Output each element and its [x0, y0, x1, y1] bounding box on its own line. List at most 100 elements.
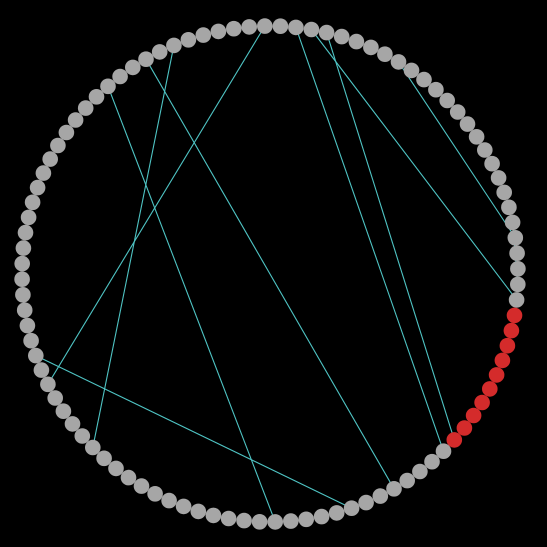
highlighted-node-4	[494, 352, 511, 369]
highlighted-node-10	[446, 432, 463, 448]
highlighted-node-1	[506, 307, 523, 324]
edge-15-65	[145, 58, 395, 490]
node-38	[64, 416, 81, 432]
node-77	[318, 24, 335, 41]
node-75	[288, 19, 304, 36]
node-84	[416, 71, 432, 88]
node-50	[15, 240, 32, 256]
node-48	[14, 271, 30, 288]
node-66	[151, 44, 168, 60]
node-90	[477, 142, 493, 158]
node-96	[507, 230, 524, 246]
node-83	[403, 62, 420, 79]
node-34	[108, 460, 124, 477]
node-92	[490, 170, 507, 186]
node-85	[428, 81, 444, 98]
node-59	[67, 112, 84, 128]
edge-76-0	[310, 29, 518, 301]
node-35	[96, 450, 112, 467]
highlighted-node-3	[499, 337, 516, 354]
node-53	[24, 194, 41, 211]
node-14	[399, 472, 416, 489]
edge-43-18	[35, 355, 352, 509]
node-32	[133, 478, 150, 494]
node-12	[424, 453, 440, 470]
node-42	[33, 362, 50, 378]
node-45	[19, 317, 36, 334]
node-47	[15, 287, 31, 303]
node-24	[251, 514, 268, 530]
node-37	[74, 428, 91, 444]
node-22	[283, 513, 299, 529]
highlighted-node-6	[482, 381, 498, 397]
nodes-layer	[14, 18, 526, 530]
node-19	[328, 505, 345, 521]
node-30	[161, 492, 177, 509]
node-55	[35, 165, 52, 181]
node-62	[100, 78, 116, 95]
highlighted-node-9	[456, 420, 473, 436]
node-23	[267, 514, 284, 530]
node-76	[303, 21, 320, 38]
node-70	[210, 23, 227, 40]
node-81	[377, 46, 393, 62]
node-28	[190, 503, 207, 520]
node-16	[372, 488, 389, 504]
node-57	[50, 137, 66, 154]
node-73	[257, 18, 273, 34]
node-44	[23, 332, 39, 349]
node-21	[298, 511, 315, 528]
node-49	[14, 255, 30, 272]
node-98	[510, 261, 526, 277]
node-13	[412, 463, 428, 480]
node-29	[175, 498, 192, 515]
node-54	[29, 179, 46, 196]
highlighted-node-7	[474, 394, 490, 411]
node-64	[125, 59, 141, 76]
node-25	[236, 512, 252, 529]
node-27	[205, 507, 222, 524]
edge-75-11	[295, 27, 445, 452]
node-68	[180, 32, 197, 48]
node-86	[439, 92, 456, 109]
node-93	[496, 184, 512, 201]
node-69	[195, 27, 212, 43]
node-63	[112, 68, 128, 85]
node-91	[484, 155, 500, 172]
node-18	[343, 500, 360, 516]
node-82	[390, 54, 407, 70]
node-89	[468, 129, 485, 145]
node-33	[120, 469, 137, 486]
node-87	[449, 104, 466, 120]
node-61	[88, 89, 105, 105]
node-20	[313, 508, 330, 525]
node-41	[40, 376, 56, 393]
edge-23-62	[107, 86, 276, 523]
node-11	[435, 443, 452, 460]
node-51	[17, 224, 34, 241]
node-15	[386, 481, 402, 497]
node-99	[510, 276, 526, 293]
edge-10-77	[326, 32, 455, 441]
node-46	[16, 302, 33, 319]
edge-41-73	[47, 25, 266, 385]
highlighted-node-8	[465, 407, 482, 424]
node-40	[47, 390, 63, 406]
node-72	[241, 19, 257, 35]
node-97	[509, 245, 525, 261]
edges-layer	[35, 25, 519, 523]
node-74	[272, 18, 289, 34]
node-17	[358, 494, 374, 511]
node-67	[166, 37, 182, 54]
node-43	[28, 347, 44, 364]
node-80	[363, 39, 379, 56]
node-88	[459, 116, 476, 132]
node-52	[20, 209, 37, 226]
node-78	[333, 28, 350, 45]
node-71	[226, 20, 242, 37]
node-79	[348, 33, 365, 50]
highlighted-node-2	[503, 322, 520, 339]
